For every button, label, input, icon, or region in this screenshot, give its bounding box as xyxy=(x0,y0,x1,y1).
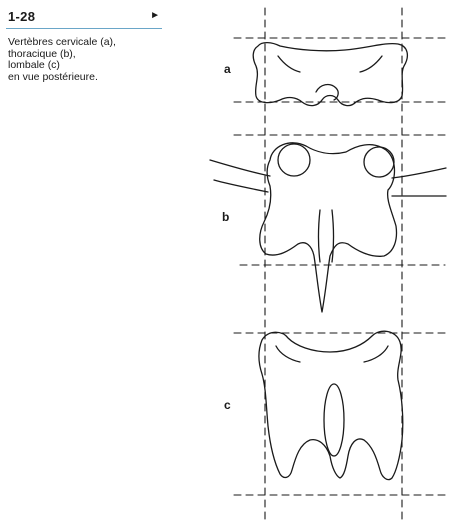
label-b: b xyxy=(222,210,229,224)
lumbar-vertebra-c xyxy=(259,331,403,479)
label-a: a xyxy=(224,62,231,76)
label-c: c xyxy=(224,398,231,412)
cervical-vertebra-a xyxy=(253,43,407,106)
thoracic-vertebra-b xyxy=(210,143,446,312)
